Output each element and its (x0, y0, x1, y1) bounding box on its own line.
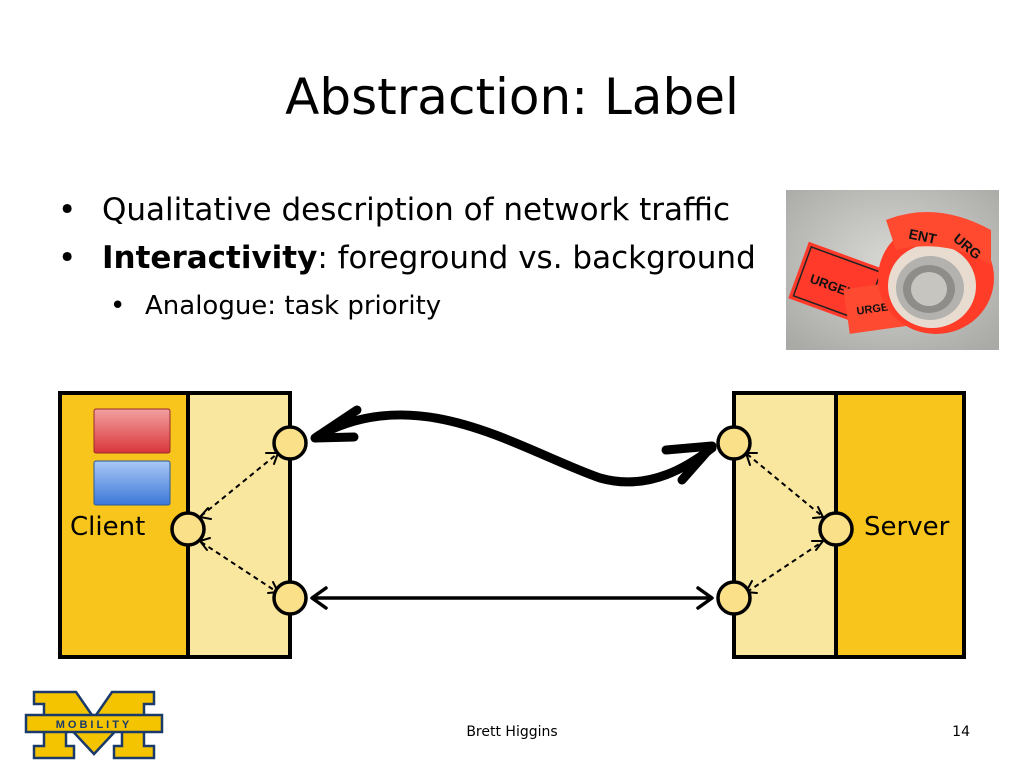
client-server-diagram: Client Server (58, 391, 966, 659)
client-label: Client (70, 512, 145, 542)
tape-text: ENT (907, 225, 938, 247)
client-app-node (170, 511, 206, 547)
client-network-node-top (272, 425, 308, 461)
urgent-tape-photo: URGENT URGENT ENT URG (786, 190, 999, 350)
dashed-arrow (746, 453, 823, 517)
footer-author: Brett Higgins (466, 724, 558, 740)
bullet-bold-term: Interactivity (102, 240, 318, 276)
client-network-node-bottom (272, 580, 308, 616)
server-network-node-top (716, 425, 752, 461)
slide-title: Abstraction: Label (285, 68, 739, 126)
foreground-wavy-arrow (313, 410, 717, 487)
bullet-list: Qualitative description of network traff… (58, 186, 756, 326)
dashed-arrow (746, 541, 823, 593)
michigan-mobility-logo: MOBILITY (24, 690, 164, 760)
bullet-text: Qualitative description of network traff… (102, 192, 731, 228)
bullet-text: : foreground vs. background (317, 240, 756, 276)
server-network-node-bottom (716, 580, 752, 616)
server-label: Server (864, 512, 950, 542)
logo-text: MOBILITY (56, 719, 133, 731)
sub-bullet-item: Analogue: task priority (58, 286, 756, 326)
bullet-item: Qualitative description of network traff… (58, 186, 756, 234)
sub-bullet-text: Analogue: task priority (145, 291, 442, 321)
foreground-priority-box (93, 408, 171, 454)
server-app-node (818, 511, 854, 547)
dashed-arrow (200, 541, 278, 593)
dashed-arrow (200, 453, 278, 517)
bullet-item: Interactivity: foreground vs. background (58, 234, 756, 282)
server-box (834, 391, 966, 659)
background-priority-box (93, 460, 171, 506)
page-number: 14 (952, 724, 970, 740)
